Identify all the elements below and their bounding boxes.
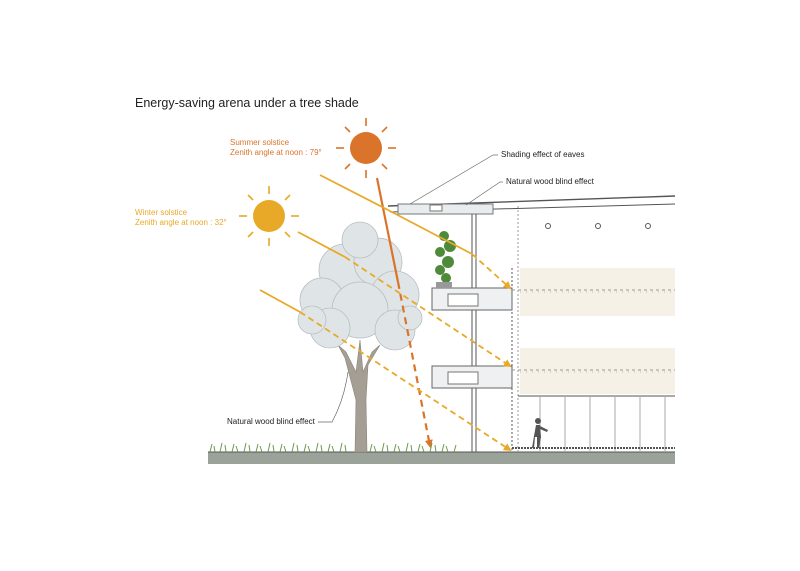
winter-sun-icon	[239, 186, 299, 246]
shading-eaves-label: Shading effect of eaves	[501, 150, 585, 159]
building	[387, 195, 676, 452]
balcony-plant	[435, 231, 456, 288]
summer-sun-icon	[336, 118, 396, 178]
person-figure	[532, 418, 548, 448]
tree-trunk	[337, 339, 381, 453]
winter-zenith-angle: Zenith angle at noon : 32°	[135, 218, 227, 227]
wood-blind-label-tree: Natural wood blind effect	[227, 417, 315, 426]
winter-solstice-name: Winter solstice	[135, 208, 188, 217]
summer-sun-ray	[375, 177, 433, 448]
ground-slab	[208, 452, 675, 464]
summer-solstice-label: Summer solstice Zenith angle at noon : 7…	[230, 138, 322, 158]
winter-sun-rays	[259, 174, 512, 452]
interior-band-lower	[520, 348, 675, 394]
summer-zenith-angle: Zenith angle at noon : 79°	[230, 148, 322, 157]
leader-lines	[318, 154, 503, 423]
tree	[297, 221, 423, 453]
diagram-title: Energy-saving arena under a tree shade	[135, 96, 359, 110]
wood-blind-label-top: Natural wood blind effect	[506, 177, 594, 186]
interior-band-upper	[520, 268, 675, 316]
winter-solstice-label: Winter solstice Zenith angle at noon : 3…	[135, 208, 227, 228]
summer-solstice-name: Summer solstice	[230, 138, 290, 147]
grass	[209, 442, 457, 453]
